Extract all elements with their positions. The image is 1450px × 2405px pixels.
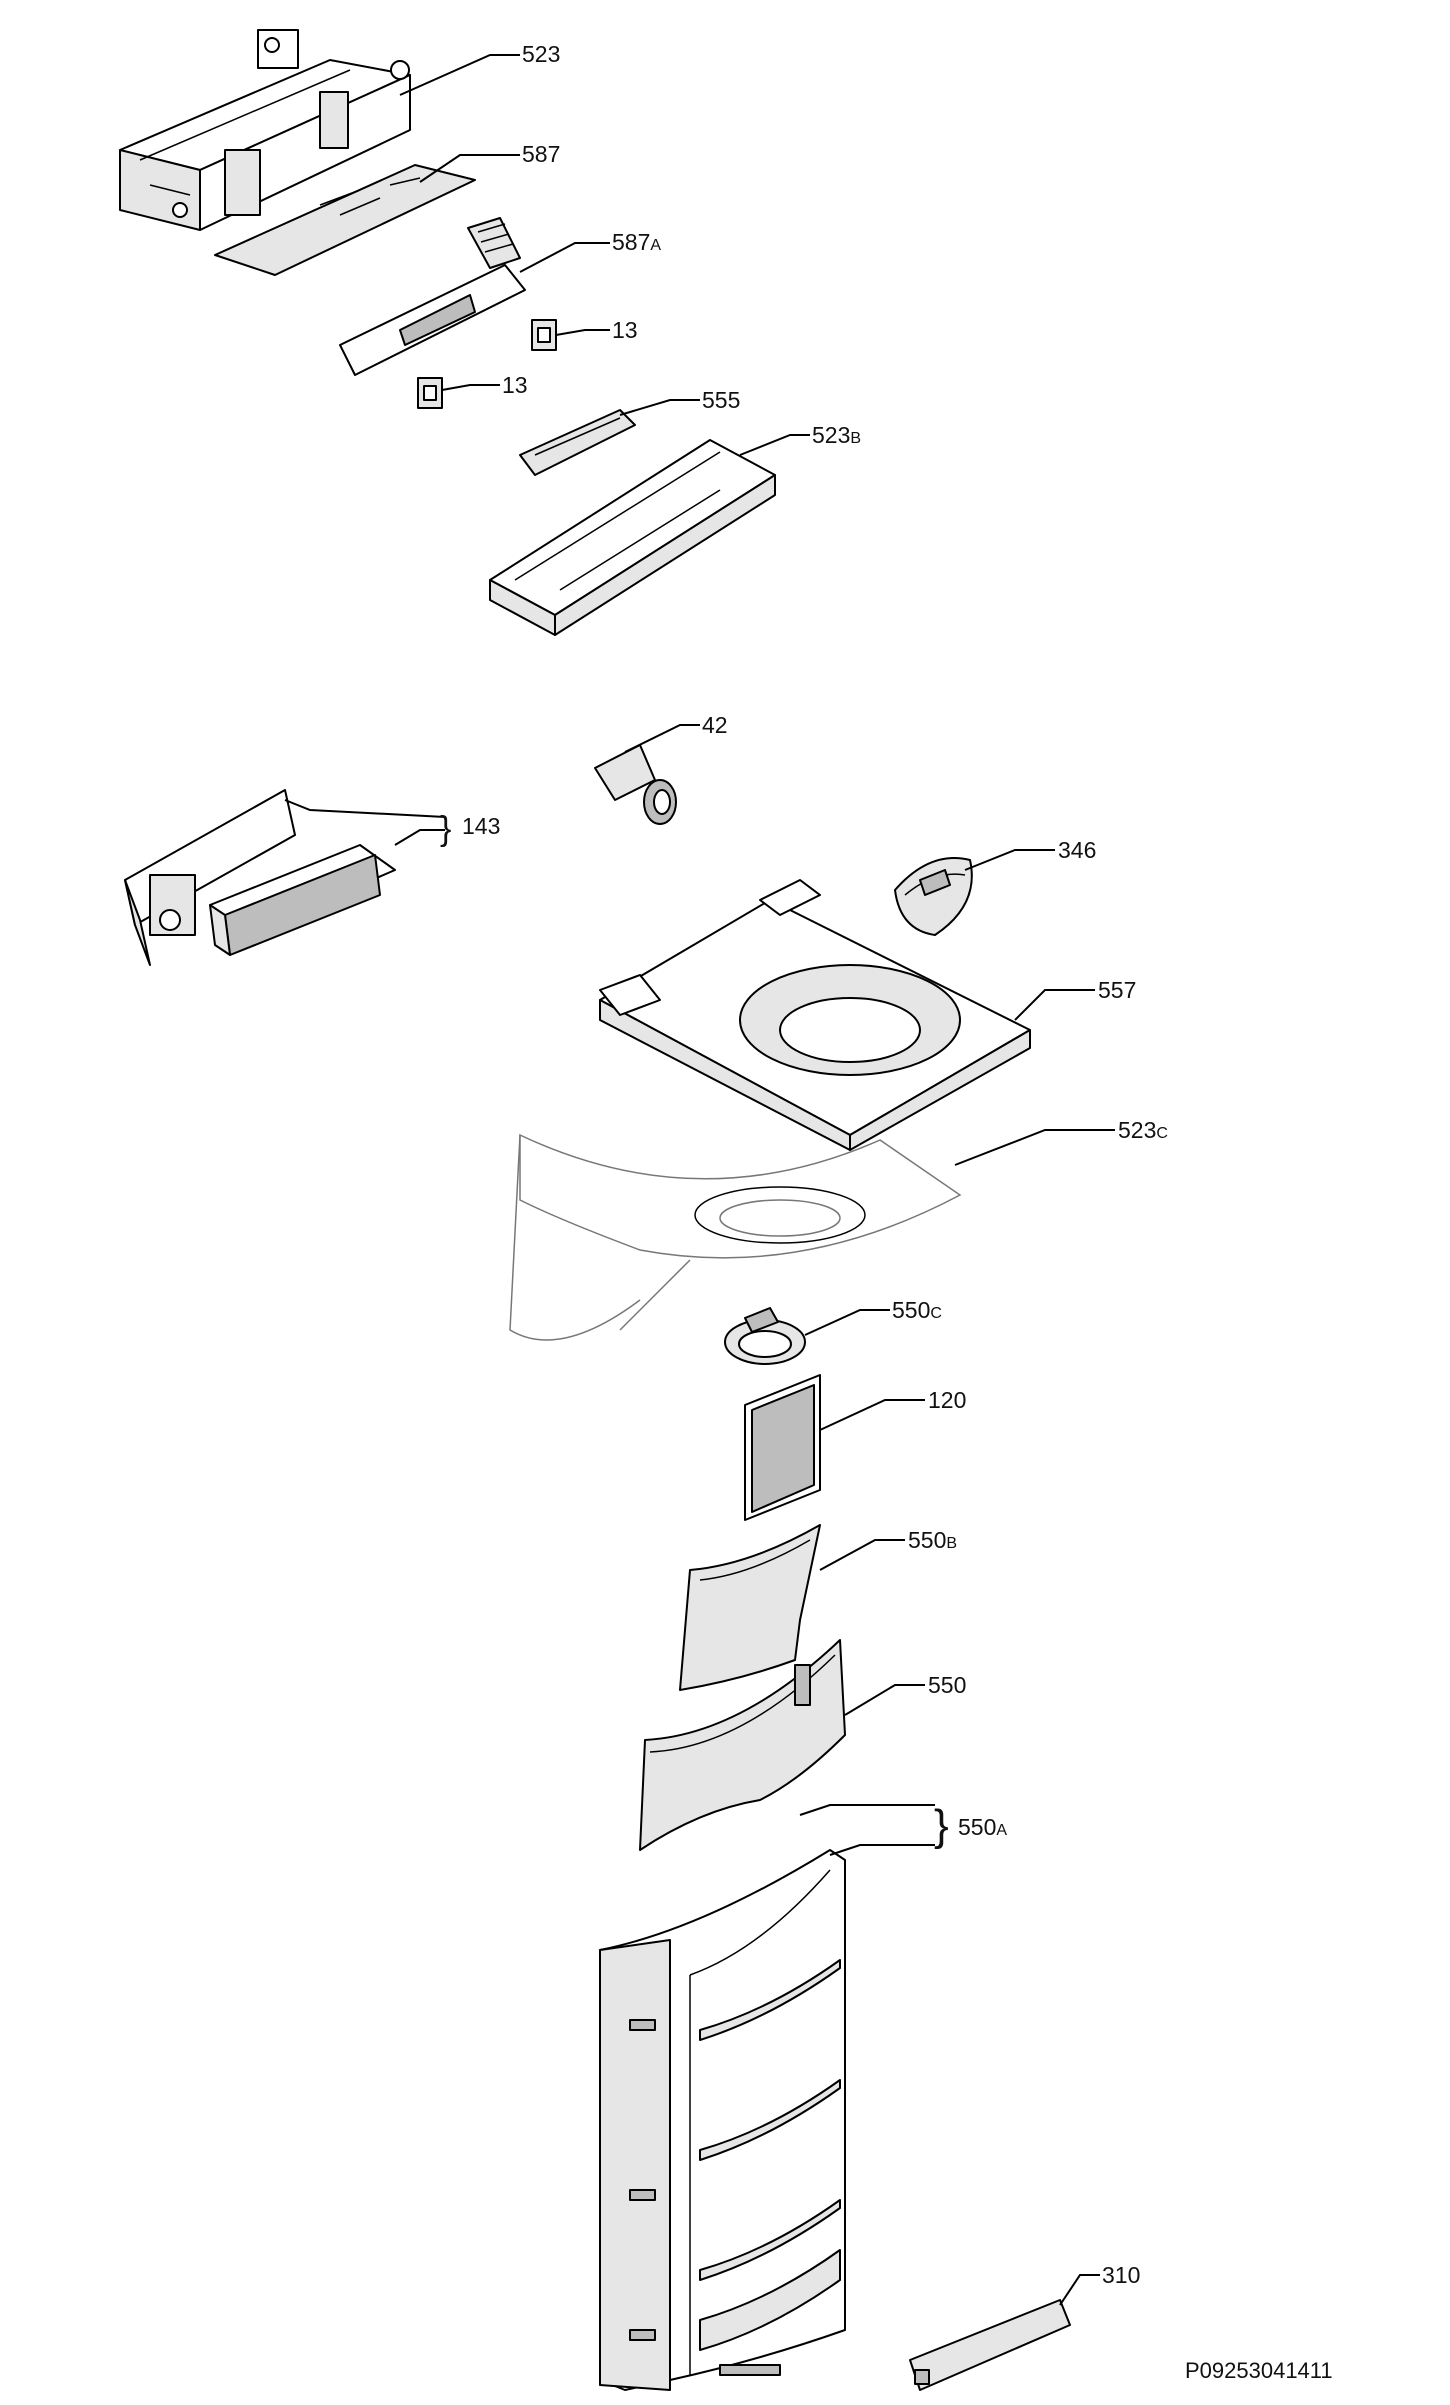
label-13b: 13 <box>502 372 528 398</box>
part-13-clips-drawing <box>417 319 557 409</box>
label-523C: 523C <box>1118 1117 1168 1143</box>
part-550-drawing <box>639 1639 846 1851</box>
part-523B-drawing <box>489 439 776 636</box>
label-143: 143 <box>462 813 500 839</box>
part-587A-drawing <box>339 217 526 376</box>
label-42: 42 <box>702 712 728 738</box>
label-523B: 523B <box>812 422 861 448</box>
leader-555 <box>619 399 700 416</box>
leader-346 <box>964 849 1055 871</box>
part-557-drawing <box>599 879 1031 1151</box>
drawing-code: P09253041411 <box>1185 2358 1333 2383</box>
label-550: 550 <box>928 1672 966 1698</box>
label-550B: 550B <box>908 1527 957 1553</box>
leader-120 <box>819 1399 925 1431</box>
part-labels: 523 587 587A 13 13 555 523B 42 143 346 5… <box>462 41 1168 2288</box>
leader-557 <box>1014 989 1095 1021</box>
leader-523 <box>399 54 520 96</box>
leader-143a <box>284 799 446 818</box>
brace-143: } <box>440 810 451 848</box>
part-346-drawing <box>894 857 973 936</box>
label-310: 310 <box>1102 2262 1140 2288</box>
part-550B-drawing <box>679 1524 821 1691</box>
label-550C: 550C <box>892 1297 942 1323</box>
part-587-drawing <box>214 164 476 276</box>
leader-13a <box>555 329 610 336</box>
leader-523B <box>739 434 810 456</box>
label-550A: 550A <box>958 1814 1007 1840</box>
part-42-drawing <box>594 744 677 825</box>
label-587A: 587A <box>612 229 661 255</box>
label-587: 587 <box>522 141 560 167</box>
leader-550Ab <box>829 1844 935 1856</box>
leader-550B <box>819 1539 905 1571</box>
part-310-drawing <box>909 2299 1071 2391</box>
leader-lines <box>284 54 1115 2306</box>
leader-587 <box>419 154 520 183</box>
label-555: 555 <box>702 387 740 413</box>
label-13a: 13 <box>612 317 638 343</box>
brace-550A: } <box>934 1801 949 1850</box>
leader-143b <box>394 829 445 846</box>
part-550C-drawing <box>724 1307 806 1365</box>
leader-550C <box>804 1309 890 1336</box>
part-555-drawing <box>519 409 636 476</box>
part-523C-drawing <box>509 1133 962 1341</box>
leader-550 <box>844 1684 925 1716</box>
leader-550Aa <box>799 1804 935 1816</box>
label-120: 120 <box>928 1387 966 1413</box>
label-523: 523 <box>522 41 560 67</box>
door-panel-drawing <box>599 1849 846 2391</box>
part-523-drawing <box>119 29 411 231</box>
leader-523C <box>954 1129 1115 1166</box>
part-120-drawing <box>744 1374 821 1521</box>
label-557: 557 <box>1098 977 1136 1003</box>
leader-13b <box>441 384 500 391</box>
leader-310 <box>1059 2274 1100 2306</box>
label-346: 346 <box>1058 837 1096 863</box>
part-143-drawing <box>124 789 396 966</box>
leader-42 <box>624 724 700 753</box>
leader-587A <box>519 242 610 273</box>
braces: } } <box>440 810 949 1850</box>
